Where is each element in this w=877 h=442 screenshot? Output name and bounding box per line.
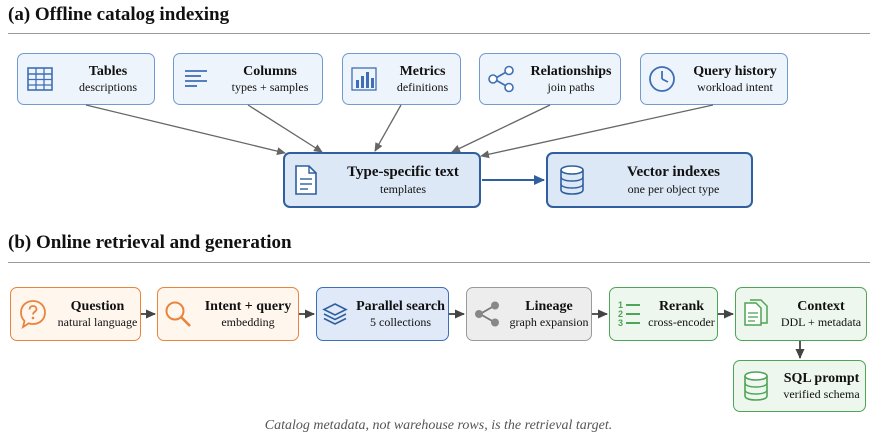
columns-icon [174, 68, 218, 90]
rank-line [626, 322, 640, 324]
arrow-metrics-to-templates [374, 104, 402, 152]
section-b-title: (b) Online retrieval and generation [8, 232, 292, 253]
share-graph-icon [480, 65, 522, 93]
rank-number: 2 [618, 309, 624, 319]
arrow-columns-to-templates [247, 104, 323, 153]
arrow-history-to-templates [480, 104, 714, 159]
figure-caption: Catalog metadata, not warehouse rows, is… [264, 418, 613, 433]
arrow-relationships-to-templates [451, 104, 551, 153]
node-title: Lineage [525, 298, 573, 314]
layers-icon [317, 302, 353, 326]
table-icon [18, 67, 62, 91]
node-subtitle: natural language [57, 315, 138, 330]
node-subtitle: 5 collections [370, 315, 431, 330]
node-subtitle: one per object type [627, 181, 720, 196]
clock-icon [641, 65, 683, 93]
node-subtitle: DDL + metadata [780, 315, 862, 330]
node-subtitle: templates [380, 181, 426, 196]
node-subtitle: types + samples [231, 80, 309, 95]
node-subtitle: definitions [396, 80, 449, 95]
node-subtitle: graph expansion [509, 315, 589, 330]
node-title: Query history [693, 63, 777, 79]
node-title: Context [797, 298, 845, 314]
node-title: Vector indexes [627, 164, 720, 181]
ranked-list-icon: 1 2 3 [610, 300, 646, 328]
rank-line [626, 313, 640, 315]
node-title: Parallel search [356, 298, 445, 314]
node-title: Tables [88, 63, 128, 79]
node-subtitle: descriptions [79, 80, 137, 95]
node-subtitle: cross-encoder [648, 315, 715, 330]
section-b-divider [8, 262, 870, 263]
node-title: Rerank [658, 298, 705, 314]
node-title: Question [70, 298, 125, 314]
question-bubble-icon [11, 299, 55, 329]
database-icon [734, 371, 778, 401]
node-subtitle: verified schema [783, 387, 860, 402]
database-icon [548, 165, 596, 195]
document-icon [285, 165, 327, 195]
rank-line [626, 304, 640, 306]
node-title: Relationships [530, 63, 612, 79]
node-title: Metrics [399, 63, 446, 79]
bar-chart-icon [343, 67, 385, 91]
node-title: Intent + query [204, 298, 292, 314]
node-title: Type-specific text [347, 164, 459, 181]
node-title: SQL prompt [783, 370, 860, 386]
rank-number: 3 [618, 318, 624, 328]
node-subtitle: embedding [221, 315, 275, 330]
share-graph-icon [467, 300, 507, 328]
rank-number: 1 [618, 300, 624, 310]
section-a-title: (a) Offline catalog indexing [8, 4, 230, 25]
node-subtitle: join paths [547, 80, 595, 95]
arrow-tables-to-templates [85, 104, 286, 156]
search-icon [158, 300, 198, 328]
node-title: Columns [243, 63, 297, 79]
documents-icon [736, 299, 776, 329]
section-a-divider [8, 33, 870, 34]
node-subtitle: workload intent [697, 80, 773, 95]
